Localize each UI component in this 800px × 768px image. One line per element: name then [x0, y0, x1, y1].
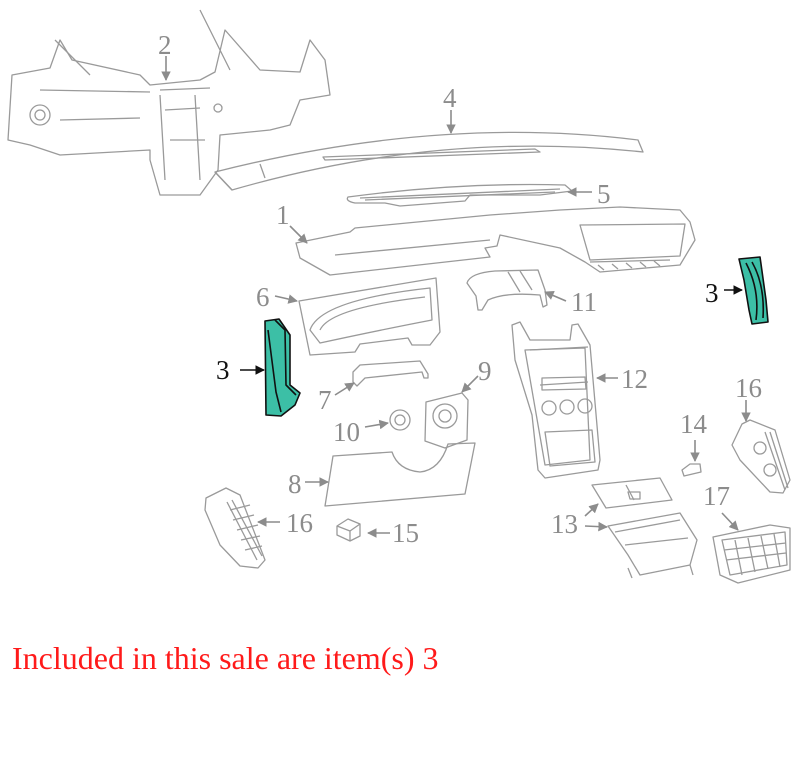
part-4-dash-top-pad [214, 131, 644, 191]
callout-6: 6 [256, 282, 270, 312]
part-11-trim-bezel [466, 269, 548, 311]
part-1-instrument-panel [295, 206, 696, 276]
part-9-switch-bezel [424, 392, 469, 449]
part-16-left-vent [204, 487, 266, 569]
part-13-storage-bin [591, 477, 698, 579]
parts-diagram-drawing [7, 9, 791, 584]
callout-12: 12 [621, 364, 648, 394]
callout-15: 15 [392, 518, 419, 548]
callout-7: 7 [318, 385, 332, 415]
part-14-clip [681, 463, 702, 477]
part-16-right-vent [731, 419, 791, 494]
part-8-knee-bolster [324, 442, 476, 507]
callout-14: 14 [680, 409, 707, 439]
part-6-cluster-bezel [298, 277, 441, 356]
part-3-left-highlighted [264, 318, 301, 417]
part-7-trim-strip [352, 360, 429, 387]
callout-11: 11 [571, 287, 597, 317]
part-15-switch-blank [336, 518, 361, 542]
callout-5: 5 [597, 179, 611, 209]
callout-9: 9 [478, 356, 492, 386]
callout-8: 8 [288, 469, 302, 499]
callout-4: 4 [443, 83, 457, 113]
callout-3-right: 3 [705, 278, 719, 308]
part-10-ignition-ring [389, 409, 411, 431]
part-2-crosscar-beam [7, 9, 331, 196]
callout-16-left: 16 [286, 508, 313, 538]
callout-1: 1 [276, 200, 290, 230]
callout-13: 13 [551, 509, 578, 539]
callout-3-left: 3 [216, 355, 230, 385]
callout-10: 10 [333, 417, 360, 447]
part-17-center-vent [712, 524, 791, 584]
callout-2: 2 [158, 30, 172, 60]
part-12-center-stack [511, 321, 601, 479]
part-5-defrost-grille [346, 183, 573, 207]
parts-diagram: 1 2 3 3 4 5 6 7 8 9 10 11 12 13 14 15 16… [7, 9, 791, 584]
callout-17: 17 [703, 481, 730, 511]
part-3-right-highlighted [738, 256, 769, 325]
included-items-caption: Included in this sale are item(s) 3 [12, 640, 439, 676]
callout-16-right: 16 [735, 373, 762, 403]
